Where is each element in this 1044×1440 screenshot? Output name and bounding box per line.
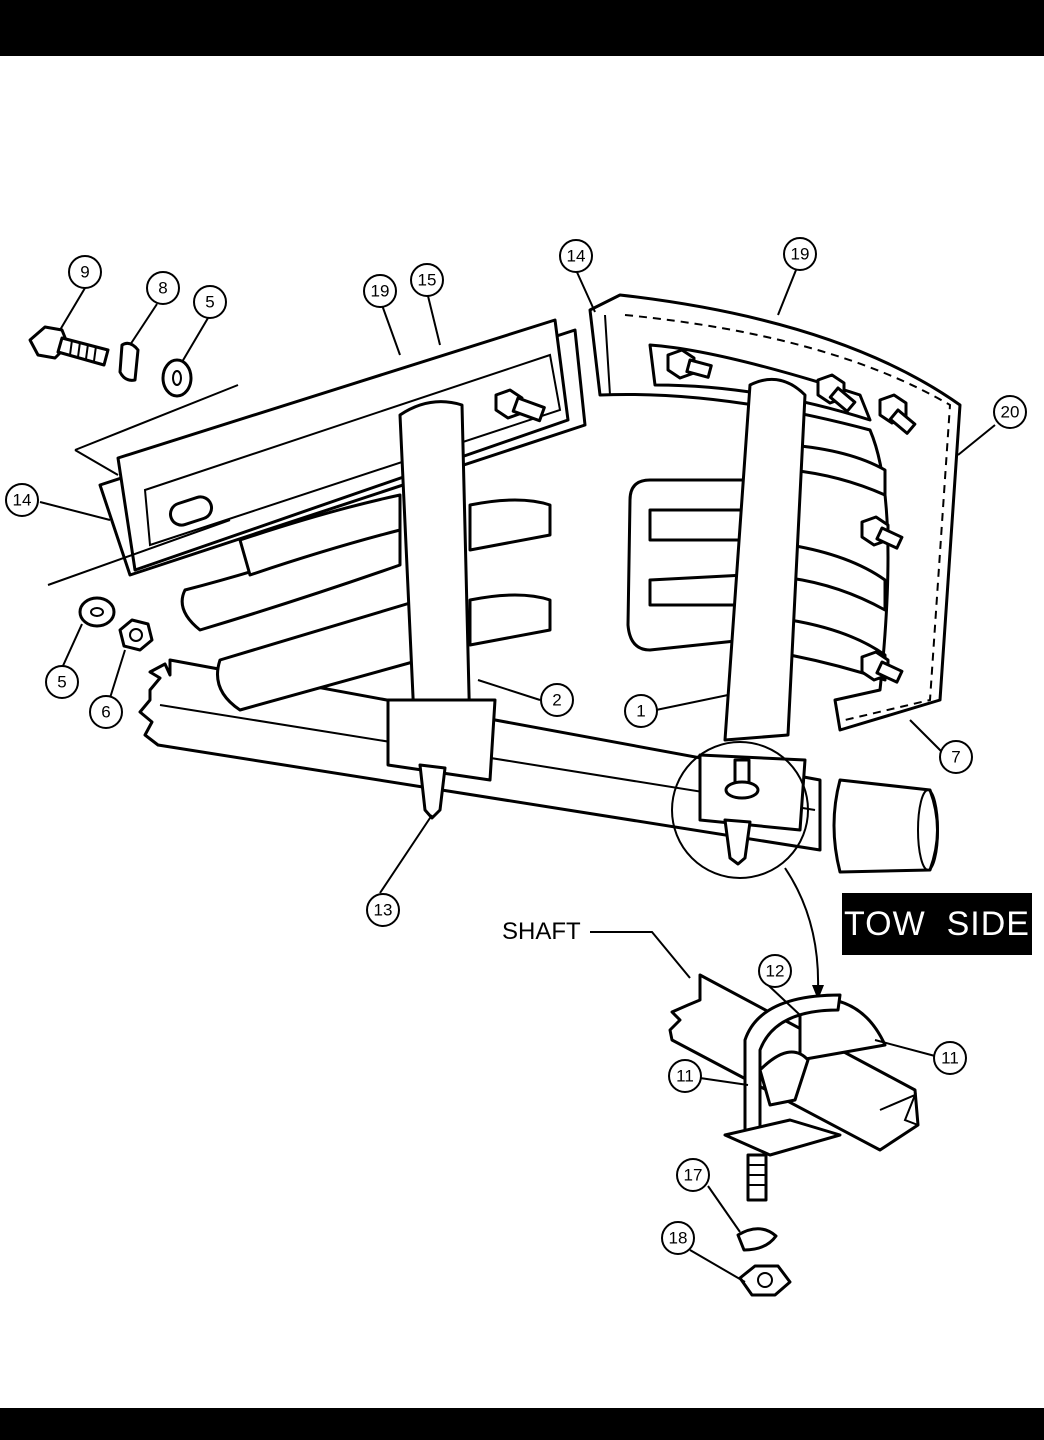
callout-1: 1 bbox=[624, 694, 658, 728]
svg-text:13: 13 bbox=[374, 901, 393, 920]
svg-text:19: 19 bbox=[371, 282, 390, 301]
callout-12: 12 bbox=[758, 954, 792, 988]
callout-6: 6 bbox=[89, 695, 123, 729]
svg-text:20: 20 bbox=[1001, 403, 1020, 422]
svg-text:17: 17 bbox=[684, 1166, 703, 1185]
flat-washer-icon bbox=[78, 596, 116, 628]
lock-washer-icon bbox=[736, 1227, 778, 1252]
callout-13: 13 bbox=[366, 893, 400, 927]
bolt-icon bbox=[494, 388, 546, 423]
callout-2: 2 bbox=[540, 683, 574, 717]
u-bolt-icon bbox=[743, 993, 842, 1142]
callout-15: 15 bbox=[410, 263, 444, 297]
callout-leaders bbox=[39, 269, 996, 1283]
left-shank-post bbox=[386, 400, 497, 820]
callout-14: 14 bbox=[5, 483, 39, 517]
detail-shaft-assembly bbox=[668, 973, 920, 1297]
svg-text:2: 2 bbox=[552, 691, 561, 710]
svg-text:1: 1 bbox=[636, 702, 645, 721]
bolt-icon bbox=[724, 758, 760, 800]
left-shank-plate bbox=[98, 318, 587, 577]
bottom-bar bbox=[0, 1408, 1044, 1440]
detail-view-marker bbox=[671, 741, 824, 1000]
callout-9: 9 bbox=[68, 255, 102, 289]
svg-text:11: 11 bbox=[676, 1067, 694, 1086]
hex-nut-icon bbox=[738, 1264, 792, 1297]
callout-5: 5 bbox=[45, 665, 79, 699]
callout-20: 20 bbox=[993, 395, 1027, 429]
callout-11: 11 bbox=[933, 1041, 967, 1075]
svg-text:8: 8 bbox=[158, 279, 167, 298]
svg-text:5: 5 bbox=[205, 293, 214, 312]
plate-bolts bbox=[494, 348, 917, 800]
flat-washer-icon bbox=[161, 358, 193, 398]
svg-text:9: 9 bbox=[80, 263, 89, 282]
svg-text:18: 18 bbox=[669, 1229, 688, 1248]
shaft-label: SHAFT bbox=[502, 918, 581, 945]
svg-text:6: 6 bbox=[101, 703, 110, 722]
svg-text:19: 19 bbox=[791, 245, 810, 264]
svg-text:15: 15 bbox=[418, 271, 437, 290]
hardware-mid-left bbox=[47, 519, 231, 652]
tow-side-label: TOW SIDE bbox=[842, 893, 1032, 955]
left-teeth bbox=[180, 493, 552, 712]
callout-14: 14 bbox=[559, 239, 593, 273]
callout-11: 11 bbox=[668, 1059, 702, 1093]
bolt-icon bbox=[816, 373, 857, 413]
lock-washer-icon bbox=[118, 341, 140, 382]
top-bar bbox=[0, 0, 1044, 56]
callout-19: 19 bbox=[783, 237, 817, 271]
callout-18: 18 bbox=[661, 1221, 695, 1255]
callout-19: 19 bbox=[363, 274, 397, 308]
svg-text:11: 11 bbox=[941, 1049, 959, 1068]
svg-text:14: 14 bbox=[567, 247, 586, 266]
right-shank-post bbox=[698, 377, 807, 866]
callout-17: 17 bbox=[676, 1158, 710, 1192]
callout-7: 7 bbox=[939, 740, 973, 774]
hex-nut-icon bbox=[118, 618, 154, 652]
bolt-icon bbox=[878, 393, 917, 435]
bolt-icon bbox=[666, 348, 713, 380]
callout-8: 8 bbox=[146, 271, 180, 305]
callout-5: 5 bbox=[193, 285, 227, 319]
hardware-upper-left bbox=[28, 325, 239, 476]
bolt-icon bbox=[860, 650, 904, 684]
svg-text:12: 12 bbox=[766, 962, 785, 981]
svg-text:14: 14 bbox=[13, 491, 32, 510]
svg-text:5: 5 bbox=[57, 673, 66, 692]
bolt-icon bbox=[28, 325, 110, 367]
svg-text:7: 7 bbox=[951, 748, 960, 767]
bolt-icon bbox=[860, 515, 904, 550]
